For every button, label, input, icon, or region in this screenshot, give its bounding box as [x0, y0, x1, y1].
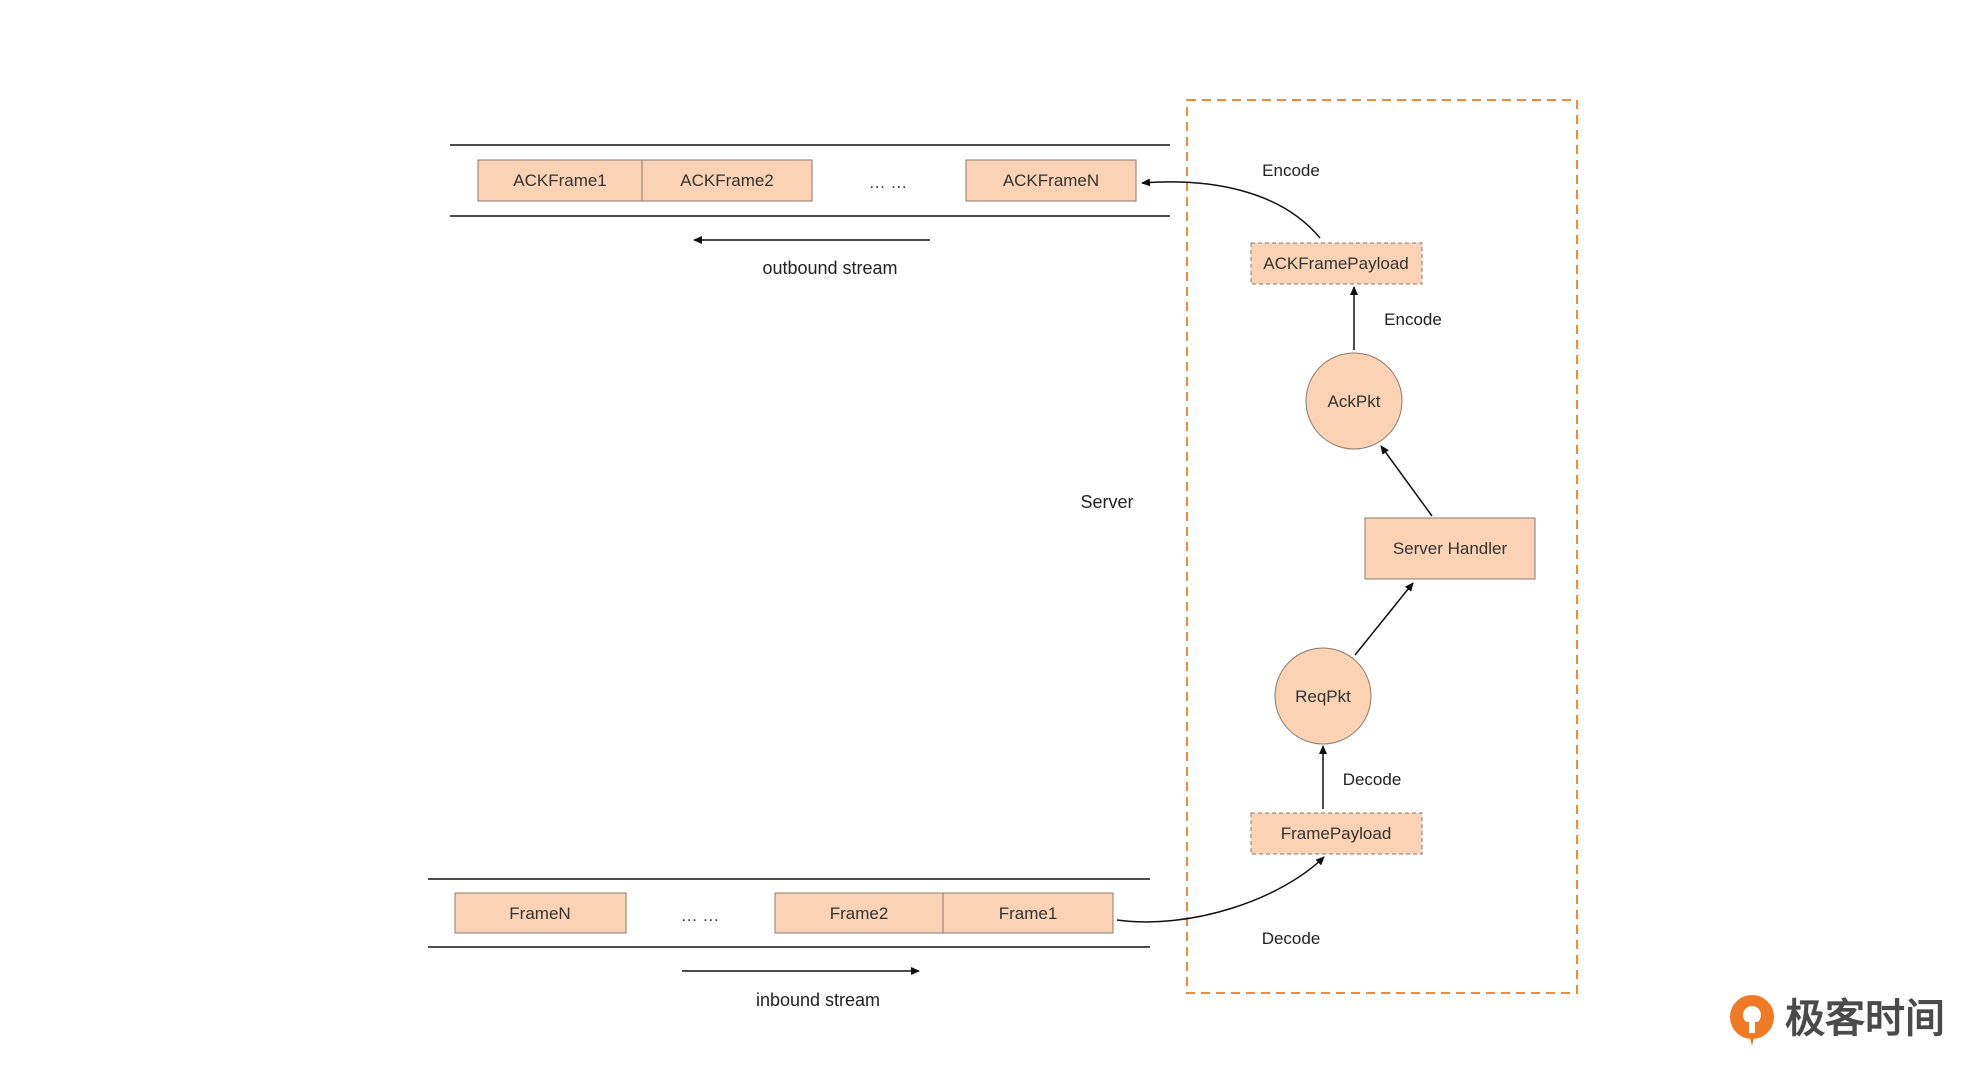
- inbound-frame-1: Frame1: [942, 892, 1114, 934]
- brand-logo: 极客时间: [1730, 995, 1945, 1046]
- inbound-frame-n-label: FrameN: [509, 904, 570, 923]
- server-handler: Server Handler: [1364, 517, 1536, 580]
- encode-outbound-label: Encode: [1262, 161, 1320, 180]
- ack-frame-payload: ACKFramePayload: [1250, 242, 1423, 285]
- outbound-ellipsis: … …: [869, 173, 908, 192]
- outbound-frame-n: ACKFrameN: [965, 159, 1137, 202]
- frame-payload-label: FramePayload: [1281, 824, 1392, 843]
- inbound-ellipsis: … …: [681, 906, 720, 925]
- inbound-frame-1-label: Frame1: [999, 904, 1058, 923]
- ack-frame-payload-label: ACKFramePayload: [1263, 254, 1409, 273]
- inbound-stream-caption: inbound stream: [756, 990, 880, 1010]
- server-region: Server ACKFramePayload AckPkt Server Han…: [1080, 99, 1578, 994]
- outbound-frame-1: ACKFrame1: [477, 159, 643, 202]
- server-boundary: [1186, 99, 1578, 994]
- outbound-frame-1-label: ACKFrame1: [513, 171, 607, 190]
- decode-inbound-label: Decode: [1262, 929, 1321, 948]
- inbound-stream: FrameN … … Frame2 Frame1 inbound stream: [428, 878, 1150, 1010]
- inbound-frame-n: FrameN: [454, 892, 627, 934]
- outbound-frame-2: ACKFrame2: [641, 159, 813, 202]
- ack-pkt-node: AckPkt: [1305, 352, 1403, 450]
- encode-ack-label: Encode: [1384, 310, 1442, 329]
- req-pkt-label: ReqPkt: [1295, 687, 1351, 706]
- inbound-frame-2: Frame2: [774, 892, 944, 934]
- geektime-logo-icon: [1730, 995, 1774, 1046]
- server-label: Server: [1080, 492, 1133, 512]
- frame-payload: FramePayload: [1250, 812, 1423, 855]
- req-to-handler-arrow: [1354, 582, 1414, 656]
- outbound-stream: ACKFrame1 ACKFrame2 … … ACKFrameN outbou…: [450, 144, 1170, 278]
- decode-payload-label: Decode: [1343, 770, 1402, 789]
- handler-to-ack-arrow: [1380, 445, 1433, 517]
- req-pkt-node: ReqPkt: [1274, 647, 1372, 745]
- ack-pkt-label: AckPkt: [1328, 392, 1381, 411]
- server-handler-label: Server Handler: [1393, 539, 1508, 558]
- inbound-frame-2-label: Frame2: [830, 904, 889, 923]
- brand-name: 极客时间: [1785, 996, 1945, 1042]
- outbound-frame-n-label: ACKFrameN: [1003, 171, 1099, 190]
- outbound-frame-2-label: ACKFrame2: [680, 171, 774, 190]
- encode-outbound-arrow: [1141, 178, 1321, 239]
- outbound-stream-caption: outbound stream: [762, 258, 897, 278]
- decode-inbound-arrow: [1116, 856, 1325, 923]
